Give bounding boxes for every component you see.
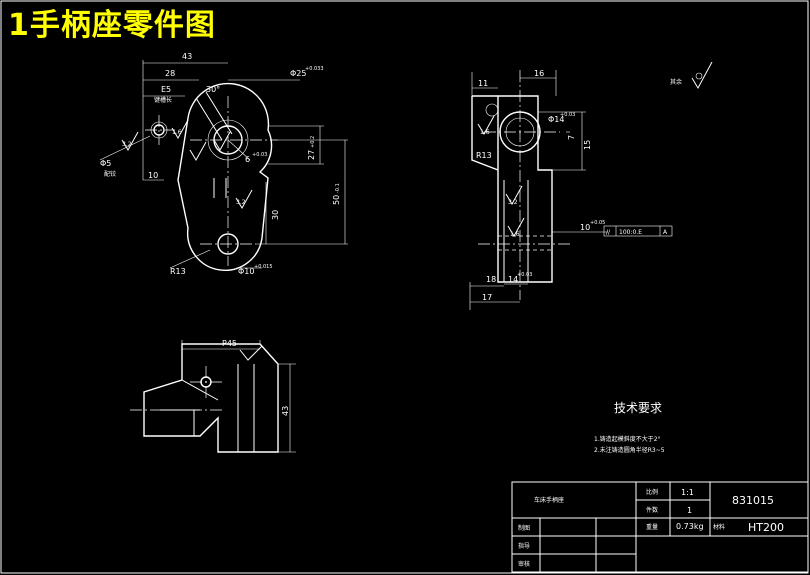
drawing-number: 831015 <box>732 494 774 507</box>
scale-value: 1:1 <box>681 488 694 497</box>
part-name: 车床手柄座 <box>534 496 564 504</box>
tech-req-item-2: 2.未注铸造圆角半径R3~5 <box>594 446 665 454</box>
dim-43: 43 <box>182 52 192 61</box>
scale-label: 比例 <box>646 488 658 496</box>
dim-14-tol: +0.03 <box>517 272 532 278</box>
tech-req-item-1: 1.铸造起模斜度不大于2° <box>594 435 661 443</box>
dim-43-top: 43 <box>281 406 290 416</box>
weight-value: 0.73kg <box>676 522 704 531</box>
dim-dia14-tol: +0.03 <box>560 112 575 118</box>
roughness-note-text: 其余 <box>670 78 682 86</box>
front-view: 43 28 E5 30° 键槽长 Φ25 +0.033 27 +0.2 50 -… <box>99 52 348 276</box>
material-label: 材料 <box>713 523 725 531</box>
keyway-label: 键槽长 <box>154 96 172 104</box>
review-label: 审核 <box>518 560 530 568</box>
dim-p45: P45 <box>222 339 237 348</box>
dim-17: 17 <box>482 293 492 302</box>
tech-req-heading: 技术要求 <box>614 401 662 415</box>
dim-50-tol: -0.1 <box>335 183 341 193</box>
dim-27-tol: +0.2 <box>310 136 316 148</box>
dim-7: 7 <box>567 135 576 140</box>
dim-dia25-tol: +0.033 <box>305 66 324 72</box>
dim-27: 27 <box>307 150 316 160</box>
ra-3-2-side: 3.2 <box>508 199 518 206</box>
top-view: P45 43 <box>130 339 296 453</box>
tech-requirements: 技术要求 1.铸造起模斜度不大于2° 2.未注铸造圆角半径R3~5 <box>594 401 665 454</box>
dim-dia25: Φ25 <box>290 69 306 78</box>
qty-label: 件数 <box>646 506 658 514</box>
dim-r13-side: R13 <box>476 151 492 160</box>
tol-datum: A <box>663 229 668 236</box>
material-value: HT200 <box>748 521 784 534</box>
weight-label: 重量 <box>646 523 658 531</box>
dim-10: 10 <box>148 171 158 180</box>
page-title: 1手柄座零件图 <box>8 8 216 43</box>
dim-dia14: Φ14 <box>548 115 564 124</box>
roughness-note: 其余 <box>670 61 713 90</box>
dim-r13: R13 <box>170 267 186 276</box>
tol-symbol: // <box>606 229 611 236</box>
dim-dia5-note: 配铰 <box>104 170 116 178</box>
guide-label: 指导 <box>518 542 530 550</box>
dim-16: 16 <box>534 69 544 78</box>
side-view: 11 16 Φ14 +0.03 7 15 R13 18 14 +0.03 17 … <box>469 69 673 310</box>
dim-dia10-tol: +0.015 <box>254 264 273 270</box>
ra-1-6-side-b: 1.6 <box>510 231 520 238</box>
qty-value: 1 <box>687 506 692 515</box>
dim-28: 28 <box>165 69 175 78</box>
dim-6-tol: +0.03 <box>252 152 267 158</box>
dim-14: 14 <box>508 275 518 284</box>
dim-15: 15 <box>583 140 592 150</box>
dim-50: 50 <box>332 195 341 205</box>
draw-label: 制图 <box>518 524 530 532</box>
dim-30: 30 <box>271 210 280 220</box>
dim-18: 18 <box>486 275 496 284</box>
dim-10-side-tol: +0.05 <box>590 220 605 226</box>
dim-6: 6 <box>245 155 250 164</box>
ra-1-6-side-a: 1.6 <box>480 129 490 136</box>
dim-e5: E5 <box>161 85 171 94</box>
title-block: 车床手柄座 比例 1:1 件数 1 831015 重量 0.73kg 材料 HT… <box>511 481 809 573</box>
ra-1-6-front: 1.6 <box>172 129 182 136</box>
dim-11: 11 <box>478 79 488 88</box>
dim-dia10: Φ10 <box>238 267 254 276</box>
ra-3-2-front-a: 3.2 <box>122 141 132 148</box>
ra-3-2-front-b: 3.2 <box>236 199 246 206</box>
dim-30deg: 30° <box>206 85 220 94</box>
tol-value: 100:0.E <box>619 229 642 236</box>
dim-10-side: 10 <box>580 223 590 232</box>
dim-dia5: Φ5 <box>100 159 111 168</box>
